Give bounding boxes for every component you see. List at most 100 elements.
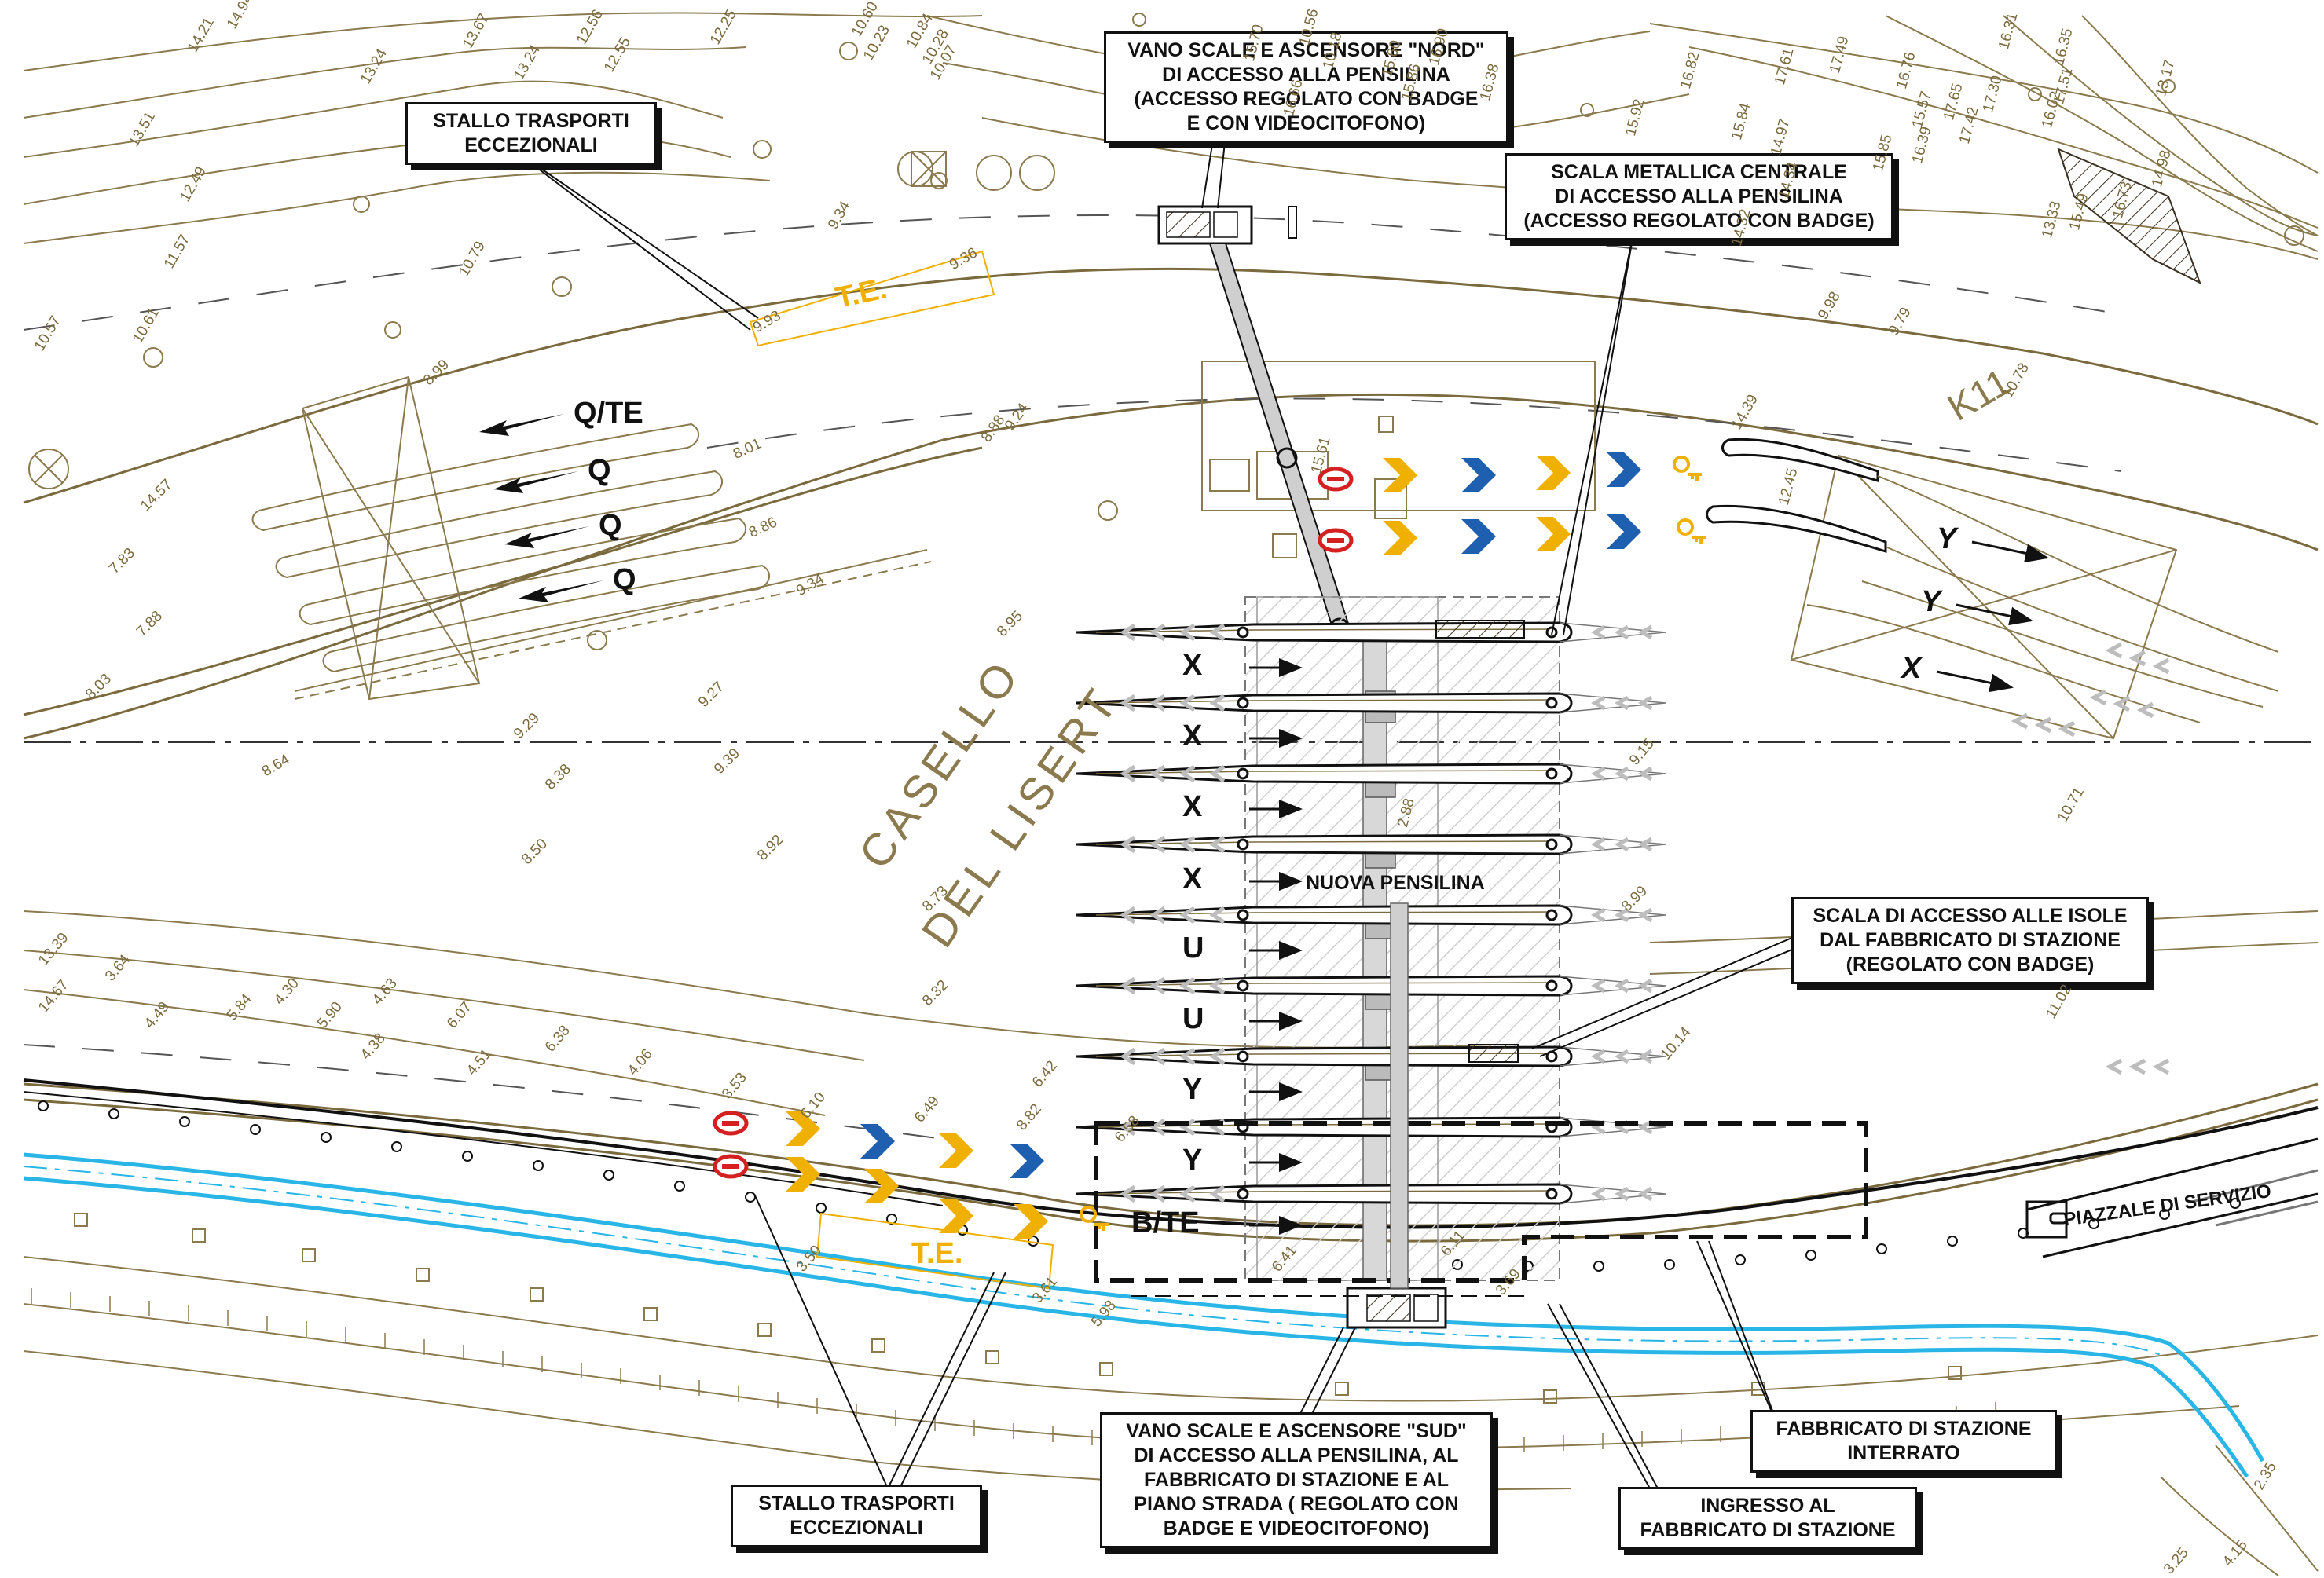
chevron-arrow-icon [1461, 458, 1496, 492]
chevron-arrow-icon [939, 1133, 973, 1168]
island-chevron [1209, 1184, 1226, 1203]
lane-arrow-icon [1956, 603, 2033, 626]
island-chevron [1209, 694, 1226, 712]
island-chevron [1638, 1119, 1653, 1135]
callout-line: DI ACCESSO ALLA PENSILINA [1162, 64, 1450, 86]
callout-line: VANO SCALE E ASCENSORE "NORD" [1127, 39, 1485, 61]
island-tail [1559, 905, 1666, 925]
island-chevron [1638, 766, 1653, 782]
island-post [1237, 838, 1249, 851]
island-chevron [1638, 907, 1653, 923]
island-post [1237, 1188, 1249, 1200]
chevron-arrow-icon [864, 1169, 899, 1203]
island-chevron [1591, 1049, 1606, 1064]
callout-line: BADGE E VIDEOCITOFONO) [1163, 1518, 1430, 1540]
island-tail [1559, 622, 1666, 643]
no-entry-bar [722, 1121, 739, 1126]
island-chevron [1638, 1049, 1653, 1064]
lane-arrow-icon [493, 471, 578, 493]
island-chevron [1209, 623, 1226, 642]
chevron-arrow-icon [1010, 1144, 1044, 1178]
island-tail [1559, 1184, 1666, 1204]
island-chevron [1179, 623, 1196, 642]
island-post [1545, 838, 1558, 851]
island-chevron [1179, 835, 1196, 854]
chevron-arrow-icon [1607, 514, 1641, 549]
island-chevron [1591, 907, 1606, 923]
metal-stair [1435, 620, 1525, 639]
island-chevron [1179, 764, 1196, 783]
island-chevron [1179, 694, 1196, 712]
east-plaza [1790, 454, 2178, 740]
te-box-north [749, 250, 995, 347]
chevron-arrow-icon [1536, 517, 1571, 551]
callout-vano-nord: VANO SCALE E ASCENSORE "NORD" DI ACCESSO… [1104, 31, 1508, 143]
island-post [1545, 1188, 1558, 1200]
island-post [1545, 697, 1558, 709]
center-lane-arrows [1249, 658, 1303, 1235]
callout-stallo-south: STALLO TRASPORTI ECCEZIONALI [731, 1485, 982, 1547]
island-chevron [1638, 695, 1653, 711]
island-chevron [1591, 1186, 1606, 1202]
chevron-arrow-icon [786, 1157, 820, 1192]
island-chevron [1209, 1047, 1226, 1066]
east-islands [1706, 438, 1887, 554]
island-chevron [1179, 906, 1196, 924]
road-center-dashes [23, 214, 2122, 1140]
chevron-arrow-icon [786, 1111, 820, 1146]
east-island-tails [1806, 475, 2279, 723]
lane-code-center: X [1182, 790, 1203, 823]
lane-arrow-icon [504, 526, 589, 548]
callout-fabbricato-interrato: FABBRICATO DI STAZIONE INTERRATO [1750, 1410, 2057, 1473]
west-plaza [251, 375, 932, 701]
island-chevron [1149, 1118, 1166, 1137]
island-tail [1559, 763, 1666, 784]
island-chevron [1591, 766, 1606, 782]
underground-station-outline [1094, 1121, 1868, 1283]
lane-arrow-icon [519, 580, 603, 602]
chevron-arrow-icon [860, 1124, 895, 1159]
island-chevron [1591, 978, 1606, 994]
island-centerline [1095, 770, 1556, 774]
island-chevron [1179, 1184, 1196, 1203]
chevron-arrow-icon [1607, 452, 1641, 487]
west-lane-arrows [479, 414, 603, 602]
east-chevrons [2011, 642, 2170, 1075]
chevron-arrow-icon [1383, 458, 1417, 492]
canopy-inner [1256, 596, 1439, 1281]
label-te-south: T.E. [911, 1237, 963, 1270]
survey-marker [28, 449, 69, 489]
callout-line: INTERRATO [1847, 1442, 1960, 1464]
island-chevron [1591, 695, 1606, 711]
lane-code-center: U [1182, 1002, 1204, 1035]
lane-code-center: Y [1182, 1073, 1203, 1106]
tree-symbols [143, 13, 2304, 650]
island-centerline [1095, 1190, 1556, 1195]
island-chevron [1209, 906, 1226, 924]
island-chevron [1615, 624, 1629, 640]
island-chevron [1120, 976, 1136, 995]
chevron-arrow-icon [1383, 521, 1417, 555]
island-post [1237, 697, 1249, 709]
callout-line: ECCEZIONALI [464, 134, 598, 156]
island-chevron [1120, 835, 1136, 854]
island-chevron [1615, 766, 1629, 782]
callout-line: E CON VIDEOCITOFONO) [1186, 112, 1426, 134]
island-tail [1559, 693, 1666, 713]
island-chevron [1638, 978, 1653, 994]
island-chevron [1149, 976, 1166, 995]
callout-ingresso: INGRESSO AL FABBRICATO DI STAZIONE [1618, 1487, 1917, 1550]
island-chevron [1120, 1184, 1136, 1203]
island-post [1545, 979, 1558, 992]
island-chevrons [1120, 623, 1653, 1203]
lane-code-center: X [1182, 719, 1203, 752]
island-chevron [1615, 978, 1629, 994]
lane-arrow-icon [1936, 670, 2014, 693]
lane-code-east: Y [1921, 585, 1941, 618]
railway-track [23, 1078, 2319, 1229]
east-lane-arrows [1936, 540, 2049, 693]
callout-line: SCALA DI ACCESSO ALLE ISOLE [1813, 905, 2128, 927]
chevron-arrow-icon [939, 1199, 973, 1233]
island-chevron [1209, 976, 1226, 995]
